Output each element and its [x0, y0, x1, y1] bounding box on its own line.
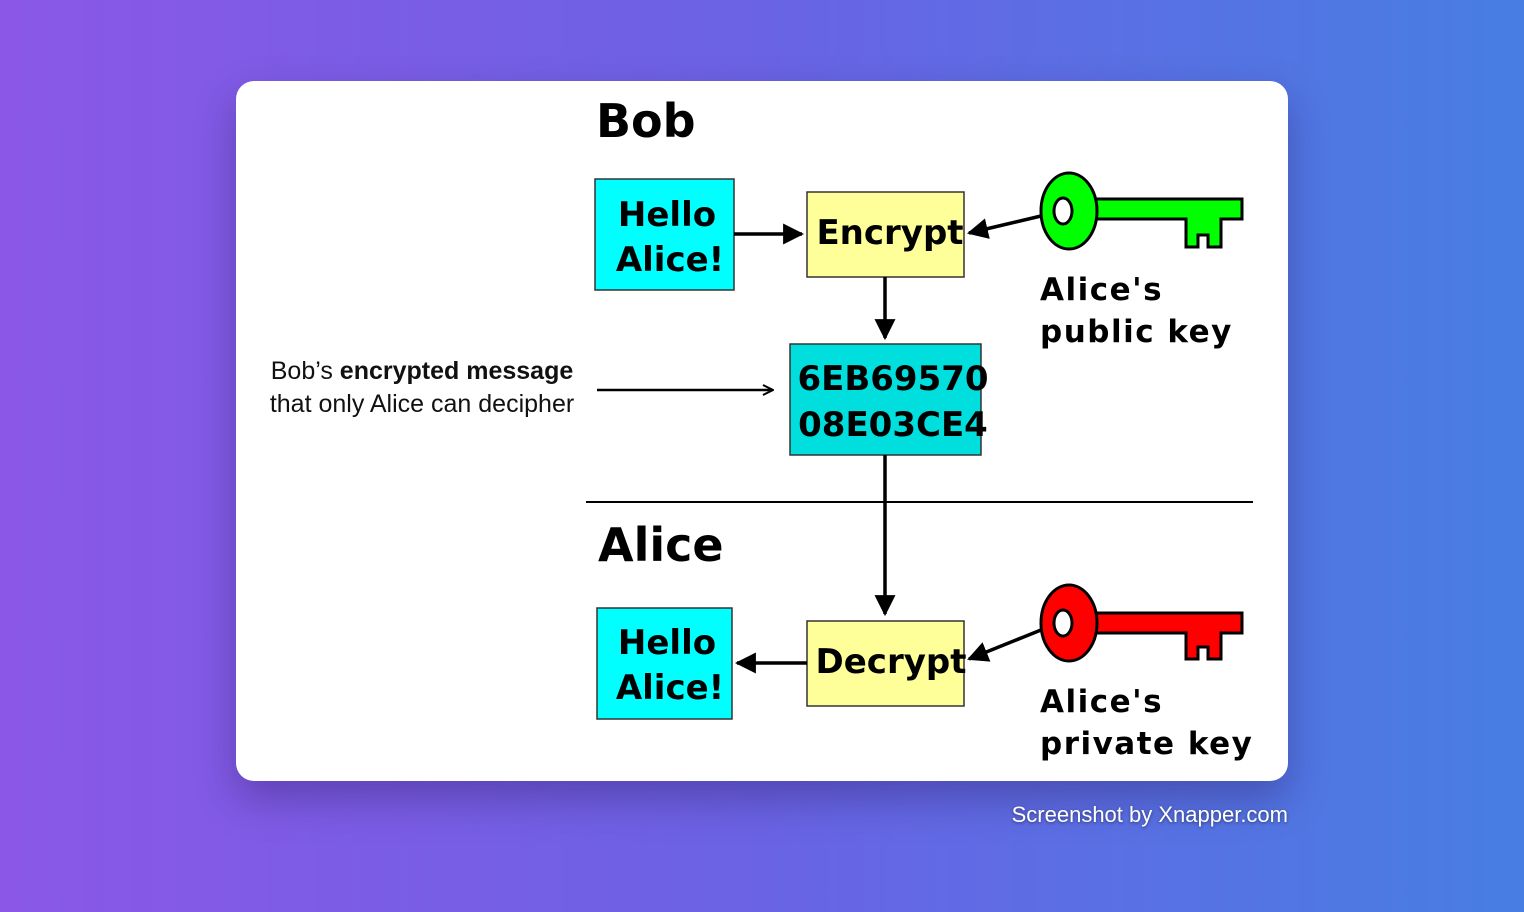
public-key-encryption-diagram: Bob Hello Alice! Encrypt Alice's public …: [586, 94, 1253, 762]
bob-heading: Bob: [596, 94, 696, 148]
public-key-label-line2: public key: [1040, 314, 1233, 350]
bob-message-line2: Alice!: [616, 240, 724, 280]
private-key-label-line2: private key: [1040, 726, 1253, 762]
alice-heading: Alice: [598, 518, 724, 572]
encrypt-box: Encrypt: [806, 191, 965, 278]
annotation-bold: encrypted message: [339, 357, 574, 385]
bob-message-line1: Hello: [618, 195, 716, 235]
alice-message-line1: Hello: [618, 623, 716, 663]
diagram-card: Bob Hello Alice! Encrypt Alice's public …: [236, 81, 1288, 781]
private-key-icon: [1039, 583, 1244, 663]
annotation-line2: that only Alice can decipher: [269, 390, 575, 418]
ciphertext-line1: 6EB69570: [797, 359, 988, 399]
decrypt-box: Decrypt: [806, 620, 967, 707]
arrow-public-key-to-encrypt: [966, 214, 1042, 239]
alice-message-box: Hello Alice!: [596, 607, 733, 720]
decrypt-label: Decrypt: [816, 642, 967, 682]
private-key-label-line1: Alice's: [1040, 684, 1163, 720]
bob-message-box: Hello Alice!: [594, 178, 735, 291]
encrypt-label: Encrypt: [816, 213, 963, 253]
arrow-private-key-to-decrypt: [967, 628, 1042, 662]
alice-message-line2: Alice!: [616, 668, 724, 708]
public-key-icon: [1039, 171, 1244, 251]
ciphertext-box: 6EB69570 08E03CE4: [789, 343, 989, 456]
encrypted-message-annotation: Bob’s encrypted message that only Alice …: [236, 355, 608, 421]
public-key-label-line1: Alice's: [1040, 272, 1163, 308]
ciphertext-line2: 08E03CE4: [798, 405, 988, 445]
annotation-prefix: Bob’s: [270, 357, 333, 385]
annotation-line1: Bob’s encrypted message: [236, 355, 608, 388]
watermark: Screenshot by Xnapper.com: [1011, 802, 1288, 827]
